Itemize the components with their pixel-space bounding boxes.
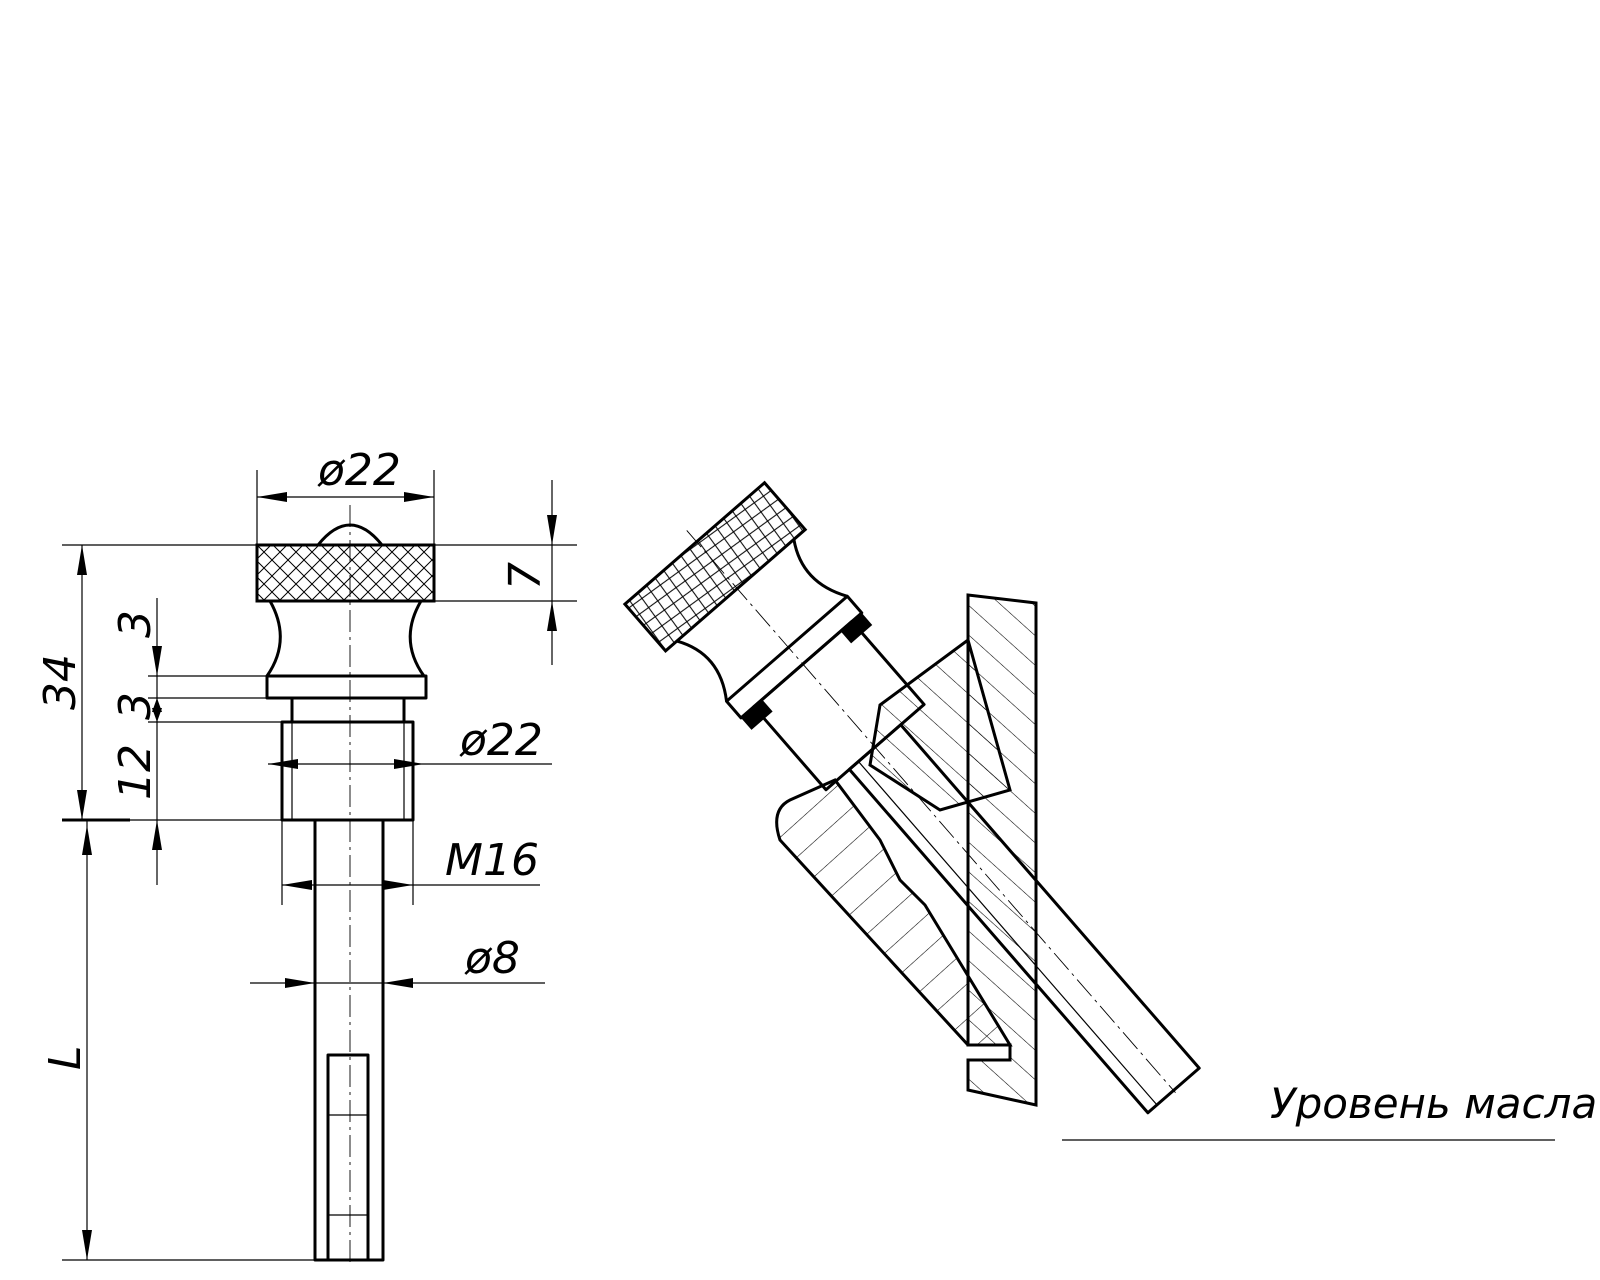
installed-section-view xyxy=(622,480,1555,1141)
neck xyxy=(265,600,426,677)
boss-lower xyxy=(775,778,1013,1047)
dimension-lines xyxy=(62,470,577,1261)
dim-head-height: 7 xyxy=(500,562,551,590)
flange xyxy=(265,674,428,700)
dim-neck-height: 3 xyxy=(110,610,161,638)
seal-left xyxy=(740,699,773,730)
dim-rod-length: L xyxy=(40,1045,91,1070)
knurled-head xyxy=(255,543,436,603)
head-dome xyxy=(316,523,384,546)
dim-flange-height: 3 xyxy=(110,692,161,720)
dim-head-diameter: ø22 xyxy=(317,445,401,496)
dim-thread: M16 xyxy=(445,835,539,886)
dim-rod-diameter: ø8 xyxy=(464,933,520,984)
threaded-collar xyxy=(280,720,415,822)
dim-collar-diameter: ø22 xyxy=(459,715,543,766)
dipstick-front-view xyxy=(255,505,436,1265)
dim-thread-length: 12 xyxy=(110,744,161,800)
section-knurled-head xyxy=(622,480,808,654)
rod xyxy=(313,818,385,1262)
dim-overall-height: 34 xyxy=(35,654,86,710)
oil-level-label: Уровень масла xyxy=(1270,1079,1597,1128)
boss-body xyxy=(868,637,1012,812)
rod-marking xyxy=(326,1053,370,1262)
